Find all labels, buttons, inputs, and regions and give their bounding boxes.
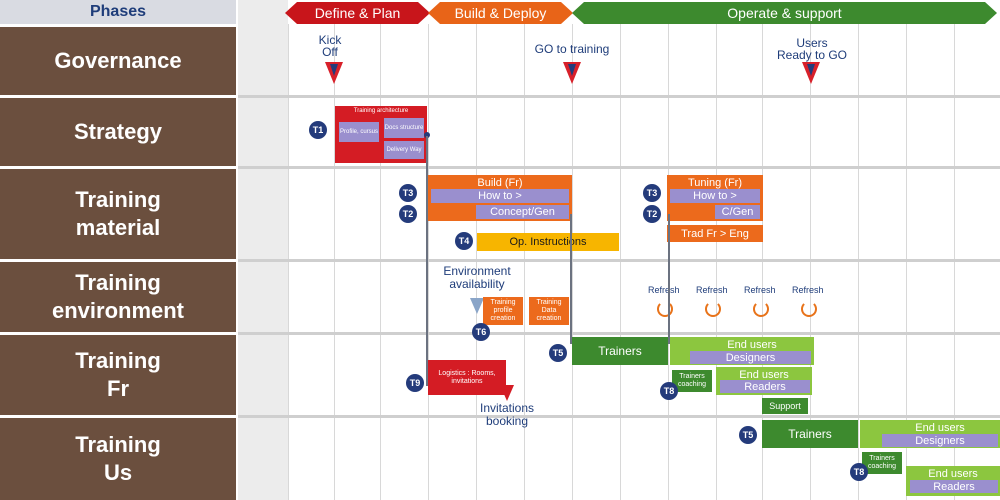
refresh-icon	[657, 301, 673, 317]
refresh-label: Refresh	[792, 285, 824, 295]
how-to-bar: How to >	[670, 189, 760, 203]
training-data-creation-bar: Training Data creation	[529, 297, 569, 325]
connector-dot	[424, 132, 430, 138]
milestone-marker-inner	[807, 64, 815, 76]
end-users-label: End users	[727, 339, 777, 351]
trainers-bar: Trainers	[762, 420, 858, 448]
training-profile-creation-bar: Training profile creation	[483, 297, 523, 325]
task-badge-t9: T9	[406, 374, 424, 392]
milestone-marker-inner	[568, 64, 576, 76]
refresh-icon	[705, 301, 721, 317]
task-badge-t1: T1	[309, 121, 327, 139]
invitations-booking-note: Invitations booking	[479, 401, 535, 428]
refresh-icon	[801, 301, 817, 317]
refresh-icon	[753, 301, 769, 317]
milestone-users-ready-label: Users Ready to GO	[776, 36, 848, 62]
task-badge-t6: T6	[472, 323, 490, 341]
row-label-training-environment: Training environment	[0, 262, 236, 332]
row-label-training-material: Training material	[0, 169, 236, 259]
designers-bar: Designers	[882, 434, 998, 447]
readers-bar: Readers	[720, 380, 810, 393]
logistics-bar: Logistics : Rooms, invitations	[428, 360, 506, 395]
training-architecture-label: Training architecture	[353, 108, 409, 114]
row-label-training-us: Training Us	[0, 418, 236, 500]
task-badge-t5: T5	[739, 426, 757, 444]
dependency-connector	[426, 136, 428, 386]
readers-bar: Readers	[910, 480, 998, 493]
down-arrow-icon	[500, 385, 514, 401]
docs-structure-bar: Docs structure	[384, 118, 424, 138]
concept-gen-bar: Concept/Gen	[476, 205, 569, 219]
end-users-label: End users	[739, 369, 789, 381]
refresh-label: Refresh	[696, 285, 728, 295]
environment-availability-note: Environment availability	[443, 264, 511, 291]
row-label-governance: Governance	[0, 27, 236, 95]
c-gen-bar: C/Gen	[715, 205, 760, 219]
trad-fr-eng-bar: Trad Fr > Eng	[667, 225, 763, 242]
row-label-training-fr: Training Fr	[0, 335, 236, 415]
row-divider	[238, 415, 1000, 418]
row-divider	[238, 332, 1000, 335]
row-divider	[238, 259, 1000, 262]
how-to-bar: How to >	[431, 189, 569, 203]
refresh-label: Refresh	[744, 285, 776, 295]
tuning-fr-label: Tuning (Fr)	[688, 177, 742, 189]
end-users-label: End users	[915, 422, 965, 434]
task-badge-t8: T8	[850, 463, 868, 481]
row-label-strategy: Strategy	[0, 98, 236, 166]
phases-header: Phases	[0, 0, 236, 24]
build-fr-label: Build (Fr)	[477, 177, 523, 189]
support-bar: Support	[762, 398, 808, 414]
milestone-kickoff-label: Kick Off	[318, 33, 342, 59]
milestone-marker-inner	[330, 64, 338, 76]
task-badge-t3: T3	[643, 184, 661, 202]
task-badge-t5: T5	[549, 344, 567, 362]
op-instructions-bar: Op. Instructions	[477, 233, 619, 251]
phase-build-deploy: Build & Deploy	[428, 2, 573, 24]
delivery-way-bar: Delivery Way	[384, 141, 424, 159]
phase-define-plan: Define & Plan	[285, 2, 430, 24]
task-badge-t2: T2	[399, 205, 417, 223]
task-badge-t2: T2	[643, 205, 661, 223]
row-divider	[238, 95, 1000, 98]
task-badge-t4: T4	[455, 232, 473, 250]
designers-bar: Designers	[690, 351, 811, 364]
dependency-connector	[570, 214, 572, 344]
task-badge-t3: T3	[399, 184, 417, 202]
refresh-label: Refresh	[648, 285, 680, 295]
down-arrow-icon	[470, 298, 484, 314]
row-divider	[238, 166, 1000, 169]
trainers-coaching-bar: Trainers coaching	[862, 452, 902, 474]
phase-operate-support: Operate & support	[572, 2, 997, 24]
milestone-go-training-label: GO to training	[534, 42, 610, 56]
dependency-connector	[668, 214, 670, 344]
trainers-bar: Trainers	[572, 337, 668, 365]
end-users-label: End users	[928, 468, 978, 480]
profile-cursus-bar: Profile, cursus	[339, 122, 379, 142]
trainers-coaching-bar: Trainers coaching	[672, 370, 712, 392]
task-badge-t8: T8	[660, 382, 678, 400]
